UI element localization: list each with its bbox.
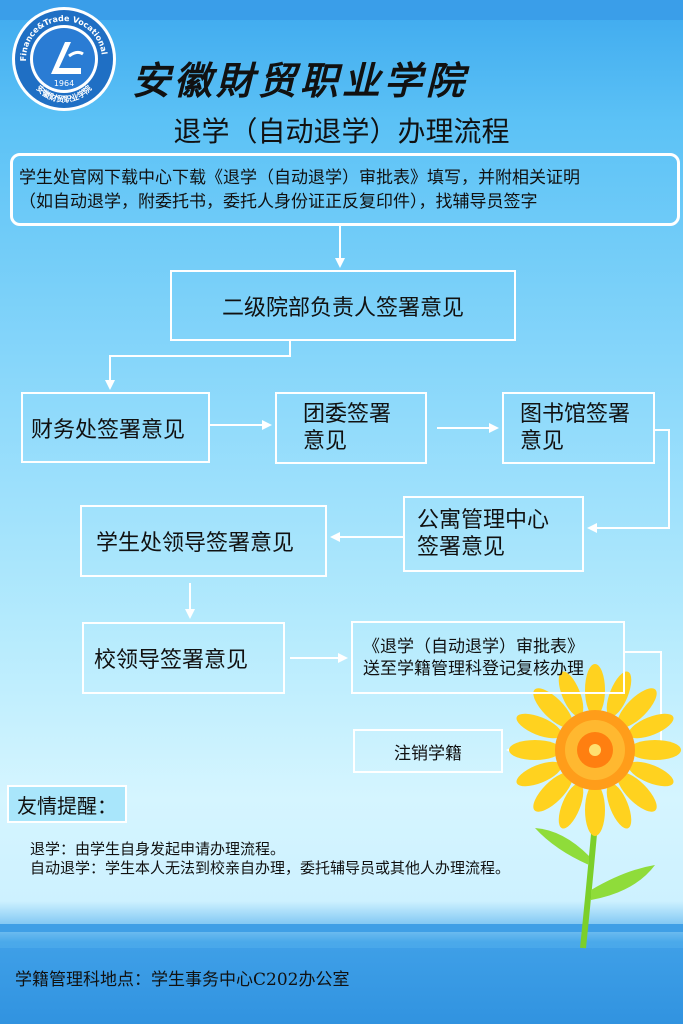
flow-step-student-affairs-leader: 学生处领导签署意见 <box>80 505 327 577</box>
top-band <box>0 0 683 20</box>
flow-step-cancel-enrollment: 注销学籍 <box>353 729 503 773</box>
flow-step-download-form: 学生处官网下载中心下载《退学（自动退学）审批表》填写，并附相关证明 （如自动退学… <box>10 153 680 226</box>
page-title: 退学（自动退学）办理流程 <box>173 115 510 148</box>
reminder-note-auto-withdrawal: 自动退学：学生本人无法到校亲自办理，委托辅导员或其他人办理流程。 <box>30 859 511 877</box>
flow-step-school-leader-text: 校领导签署意见 <box>94 648 249 673</box>
flow-step-cancel-enrollment-text: 注销学籍 <box>394 743 462 764</box>
college-name: 安徽財贸职业学院 <box>132 58 469 103</box>
college-logo: AnHui Finance&Trade Vocational College 安… <box>11 6 116 111</box>
sunflower-icon <box>509 664 681 949</box>
footer-band <box>0 948 683 1024</box>
flow-step-download-form-text: 学生处官网下载中心下载《退学（自动退学）审批表》填写，并附相关证明 （如自动退学… <box>19 167 580 212</box>
flow-step-submit-registry-text: 《退学（自动退学）审批表》 送至学籍管理科登记复核办理 <box>363 636 584 679</box>
reminder-title: 友情提醒： <box>7 785 127 823</box>
flow-step-library-text: 图书馆签署 意见 <box>520 402 631 454</box>
flow-step-department-head: 二级院部负责人签署意见 <box>170 270 516 341</box>
logo-emblem-icon <box>51 42 81 74</box>
footer-location: 学籍管理科地点：学生事务中心C202办公室 <box>15 970 350 990</box>
flow-step-finance-office-text: 财务处签署意见 <box>31 417 186 443</box>
flow-step-dormitory-center-text: 公寓管理中心 签署意见 <box>417 508 550 560</box>
flow-step-library: 图书馆签署 意见 <box>502 392 655 464</box>
arrow-step2-to-step3 <box>105 341 291 390</box>
flow-step-department-head-text: 二级院部负责人签署意见 <box>221 295 464 321</box>
flow-step-student-affairs-leader-text: 学生处领导签署意见 <box>96 531 295 556</box>
arrow-step5-to-step6 <box>587 429 670 533</box>
flow-step-finance-office: 财务处签署意见 <box>21 392 210 463</box>
reminder-note-withdrawal: 退学：由学生自身发起申请办理流程。 <box>30 840 286 858</box>
bottom-divider <box>0 924 683 932</box>
flow-step-school-leader: 校领导签署意见 <box>82 622 285 694</box>
flow-step-youth-league: 团委签署 意见 <box>275 392 427 464</box>
logo-year: 1964 <box>54 79 74 88</box>
flow-step-dormitory-center: 公寓管理中心 签署意见 <box>403 496 584 572</box>
flow-step-youth-league-text: 团委签署 意见 <box>303 402 392 454</box>
flow-step-submit-registry: 《退学（自动退学）审批表》 送至学籍管理科登记复核办理 <box>351 621 625 694</box>
